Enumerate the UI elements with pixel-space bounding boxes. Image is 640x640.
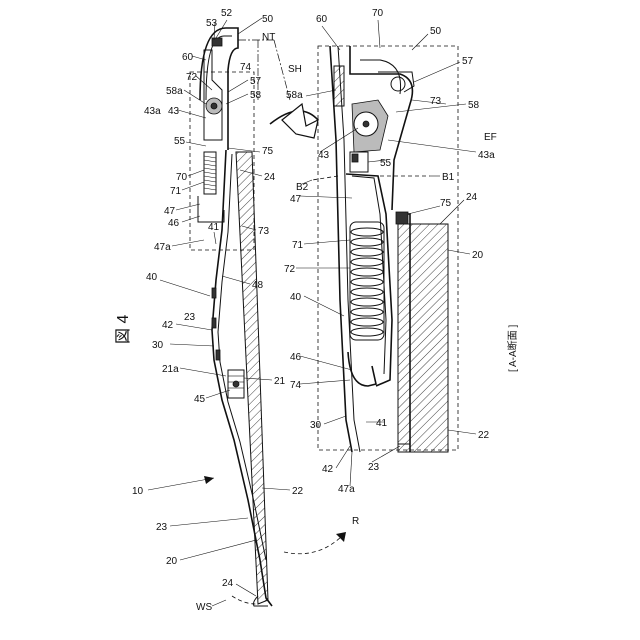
aa-section-view (296, 20, 476, 486)
windshield-glass (236, 152, 268, 604)
label-r-47a: 47a (338, 484, 355, 495)
clip-c (216, 350, 220, 360)
label-r-20: 20 (472, 250, 484, 261)
label-40: 40 (146, 272, 158, 283)
arrow-10 (204, 476, 214, 484)
label-21: 21 (274, 376, 286, 387)
label-47: 47 (164, 206, 176, 217)
hatched-clip-60 (334, 66, 344, 106)
label-r-41: 41 (376, 418, 388, 429)
label-58: 58 (250, 90, 262, 101)
label-r-71: 72 (284, 264, 296, 275)
label-10: 10 (132, 486, 144, 497)
label-50: 50 (262, 14, 274, 25)
label-42: 42 (162, 320, 174, 331)
label-41: 41 (208, 222, 220, 233)
label-r-74: 73 (430, 96, 442, 107)
pivot-center (211, 103, 217, 109)
label-nt: NT (262, 32, 275, 43)
label-75: 75 (262, 146, 274, 157)
section-caption: [ A-A断面 ] (506, 325, 519, 372)
label-60: 60 (182, 52, 194, 63)
label-43: 43 (168, 106, 180, 117)
ws-dashed (232, 596, 256, 604)
cap-seal-block (212, 38, 222, 46)
spring-detail (350, 222, 384, 340)
label-73: 73 (258, 226, 270, 237)
label-46: 46 (168, 218, 180, 229)
label-74: 74 (240, 62, 252, 73)
label-r-72: 70 (372, 8, 384, 19)
label-r-b1: B1 (442, 172, 455, 183)
label-47a: 47a (154, 242, 171, 253)
label-45: 45 (194, 394, 206, 405)
label-23-left: 23 (184, 312, 196, 323)
label-24-upper: 24 (264, 172, 276, 183)
label-72: 72 (186, 72, 198, 83)
block-55-marker (352, 154, 358, 162)
label-r-60: 60 (316, 14, 328, 25)
label-r-70: 71 (292, 240, 304, 251)
label-r-22: 22 (478, 430, 490, 441)
label-r-ef: EF (484, 132, 497, 143)
label-r-46: 46 (290, 352, 302, 363)
b2-line (312, 176, 338, 180)
rotation-arrow-r (336, 532, 346, 542)
label-r-42: 42 (322, 464, 334, 475)
label-71: 71 (170, 186, 182, 197)
rotation-arc-r (284, 532, 346, 554)
label-70: 70 (176, 172, 188, 183)
retainer-left (198, 196, 224, 222)
cowl-outer-line (330, 46, 352, 452)
label-23-lower: 23 (156, 522, 168, 533)
label-52: 52 (221, 8, 233, 19)
clip-b (212, 318, 216, 328)
leader-lines-right (296, 20, 476, 486)
labels-right: 60 70 50 57 58a 73 58 43 43a 55 B1 B2 47… (284, 8, 497, 527)
label-21a: 21a (162, 364, 179, 375)
label-r-73: 74 (290, 380, 302, 391)
label-sh: SH (288, 64, 302, 75)
clip-body (204, 50, 222, 140)
label-r-75: 75 (440, 198, 452, 209)
label-r-47: 47 (290, 194, 302, 205)
bracket-72 (378, 72, 414, 92)
seal-75 (396, 212, 408, 224)
label-r-b2: B2 (296, 182, 309, 193)
label-ws: WS (196, 602, 212, 613)
label-r-40: 40 (290, 292, 302, 303)
label-r-23: 23 (368, 462, 380, 473)
label-r-58: 58 (468, 100, 480, 111)
spring-left (204, 152, 216, 194)
detail-arrow-head (282, 104, 318, 138)
label-r-43: 43 (318, 150, 330, 161)
label-20-left: 20 (166, 556, 178, 567)
glass-detail (398, 224, 448, 452)
label-24-lower: 24 (222, 578, 234, 589)
label-r-30: 30 (310, 420, 322, 431)
fastener-45 (228, 370, 244, 398)
pivot-center-detail (363, 121, 369, 127)
label-48: 48 (252, 280, 264, 291)
figure-title: 図 4 (115, 315, 132, 344)
label-43a: 43a (144, 106, 161, 117)
label-r-r: R (352, 516, 359, 527)
label-r-57: 57 (462, 56, 474, 67)
label-r-55: 55 (380, 158, 392, 169)
label-53: 53 (206, 18, 218, 29)
cap-inner-detail (360, 60, 401, 94)
label-r-43a: 43a (478, 150, 495, 161)
label-r-58a: 58a (286, 90, 303, 101)
shaft-57 (391, 77, 405, 91)
clip-a (212, 288, 216, 298)
label-55: 55 (174, 136, 186, 147)
label-r-24: 24 (466, 192, 478, 203)
label-r-50: 50 (430, 26, 442, 37)
label-58a: 58a (166, 86, 183, 97)
label-22-left: 22 (292, 486, 304, 497)
label-30: 30 (152, 340, 164, 351)
label-57: 57 (250, 76, 262, 87)
